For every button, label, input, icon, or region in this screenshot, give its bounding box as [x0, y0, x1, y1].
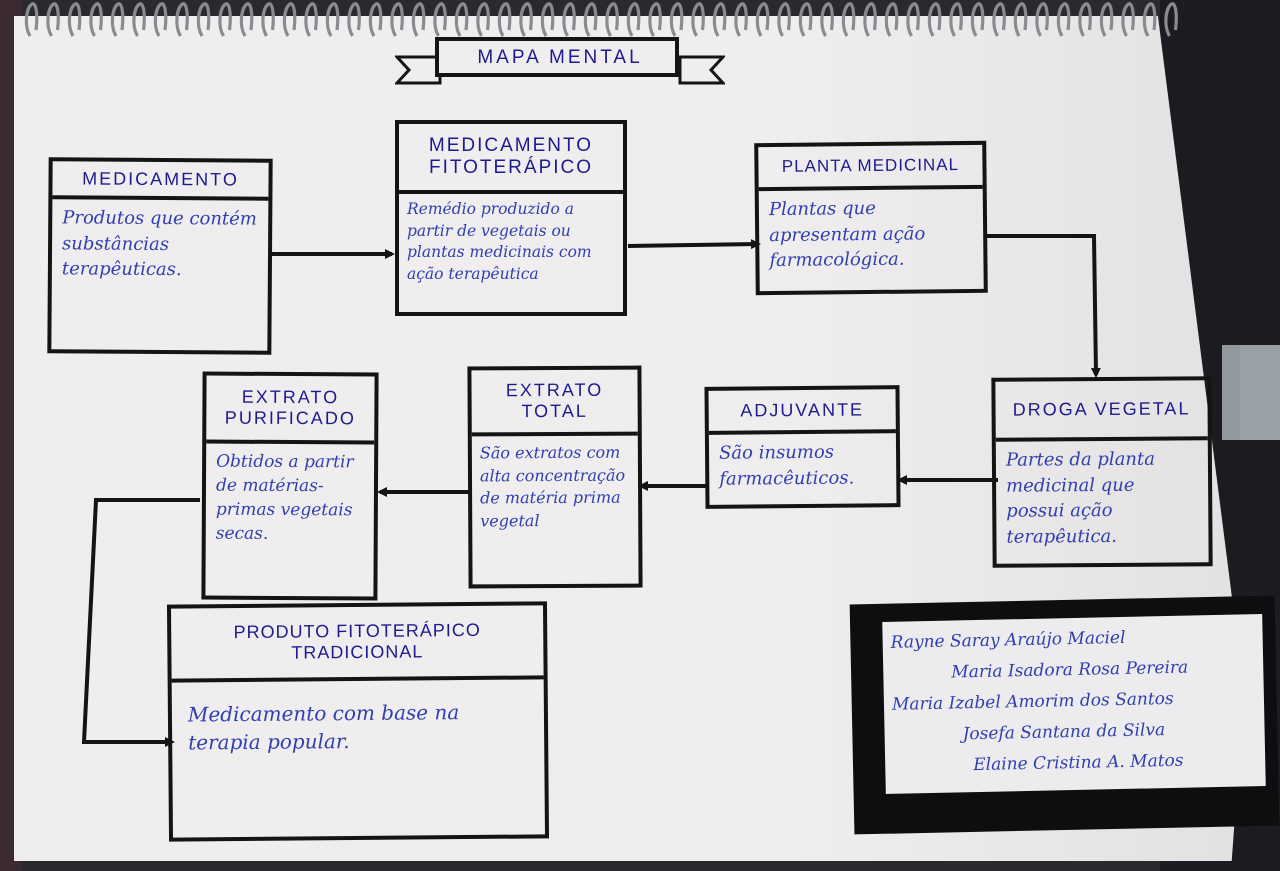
- node-title: PLANTA MEDICINAL: [758, 144, 983, 192]
- spiral-ring: [712, 2, 727, 37]
- spiral-binding: [0, 0, 1280, 40]
- spiral-ring: [927, 2, 942, 37]
- spiral-ring: [110, 2, 125, 37]
- spiral-ring: [1121, 2, 1135, 37]
- node-medicamento-fitoterapico: MEDICAMENTO FITOTERÁPICO Remédio produzi…: [395, 120, 627, 316]
- node-description: Medicamento com base na terapia popular.: [187, 700, 460, 755]
- spiral-ring: [175, 2, 189, 37]
- node-extrato-purificado: EXTRATO PURIFICADO Obtidos a partir de m…: [201, 371, 379, 601]
- light-reflection: [1222, 345, 1280, 440]
- spiral-ring: [282, 2, 297, 37]
- spiral-ring: [325, 2, 340, 37]
- node-description: Produtos que contém substâncias terapêut…: [61, 207, 257, 281]
- spiral-ring: [132, 2, 146, 37]
- spiral-ring: [755, 2, 770, 37]
- spiral-ring: [24, 2, 39, 37]
- node-title: DROGA VEGETAL: [995, 380, 1208, 442]
- spiral-ring: [1035, 2, 1049, 37]
- spiral-ring: [992, 2, 1006, 37]
- node-title: ADJUVANTE: [708, 389, 896, 435]
- node-description: São extratos com alta concentração de ma…: [479, 442, 626, 531]
- spiral-ring: [390, 2, 404, 37]
- spiral-ring: [261, 2, 275, 37]
- node-title: EXTRATO TOTAL: [471, 369, 638, 437]
- spiral-ring: [626, 2, 641, 37]
- node-title: EXTRATO PURIFICADO: [206, 375, 375, 445]
- spiral-ring: [153, 2, 168, 37]
- spiral-ring: [1142, 2, 1157, 37]
- node-produto-fitoterapico-tradicional: PRODUTO FITOTERÁPICO TRADICIONAL Medicam…: [166, 601, 550, 842]
- spiral-ring: [239, 2, 254, 37]
- spiral-ring: [1013, 2, 1028, 37]
- spiral-ring: [196, 2, 211, 37]
- node-description: São insumos farmacêuticos.: [718, 441, 855, 490]
- page-title: MAPA MENTAL: [477, 47, 643, 68]
- spiral-ring: [1078, 2, 1092, 37]
- spiral-ring: [46, 2, 60, 37]
- banner-ribbon-icon: [395, 37, 725, 85]
- spiral-ring: [89, 2, 103, 37]
- node-planta-medicinal: PLANTA MEDICINAL Plantas que apresentam …: [754, 140, 988, 296]
- spiral-ring: [67, 2, 82, 37]
- spiral-ring: [304, 2, 318, 37]
- spiral-ring: [605, 2, 619, 37]
- spiral-ring: [669, 2, 684, 37]
- spiral-ring: [433, 2, 447, 37]
- authors-card: Rayne Saray Araújo Maciel Maria Isadora …: [882, 614, 1266, 794]
- spiral-ring: [734, 2, 748, 37]
- spiral-ring: [562, 2, 576, 37]
- node-medicamento: MEDICAMENTO Produtos que contém substânc…: [47, 157, 273, 355]
- spiral-ring: [841, 2, 856, 37]
- spiral-ring: [691, 2, 705, 37]
- node-title: MEDICAMENTO FITOTERÁPICO: [399, 124, 623, 194]
- spiral-ring: [1164, 2, 1178, 37]
- spiral-ring: [1056, 2, 1071, 37]
- node-description: Plantas que apresentam ação farmacológic…: [768, 197, 926, 272]
- spiral-ring: [949, 2, 963, 37]
- node-description: Remédio produzido a partir de vegetais o…: [407, 200, 592, 284]
- spiral-ring: [970, 2, 985, 37]
- spiral-ring: [519, 2, 533, 37]
- spiral-ring: [648, 2, 662, 37]
- spiral-ring: [454, 2, 469, 37]
- spiral-ring: [368, 2, 383, 37]
- spiral-ring: [820, 2, 834, 37]
- author-name: Elaine Cristina A. Matos: [973, 750, 1184, 776]
- spiral-ring: [476, 2, 490, 37]
- title-banner: MAPA MENTAL: [395, 35, 725, 89]
- spiral-ring: [540, 2, 555, 37]
- node-description: Partes da planta medicinal que possui aç…: [1005, 448, 1156, 548]
- spiral-ring: [906, 2, 920, 37]
- spiral-ring: [218, 2, 232, 37]
- spiral-ring: [411, 2, 426, 37]
- spiral-ring: [347, 2, 361, 37]
- spiral-ring: [863, 2, 877, 37]
- node-title: MEDICAMENTO: [52, 161, 269, 201]
- node-title: PRODUTO FITOTERÁPICO TRADICIONAL: [171, 605, 544, 683]
- node-adjuvante: ADJUVANTE São insumos farmacêuticos.: [704, 385, 901, 509]
- spiral-ring: [1099, 2, 1114, 37]
- spiral-ring: [583, 2, 598, 37]
- spiral-ring: [497, 2, 512, 37]
- spiral-ring: [777, 2, 791, 37]
- spiral-ring: [884, 2, 899, 37]
- node-description: Obtidos a partir de matérias-primas vege…: [215, 451, 354, 545]
- spiral-ring: [798, 2, 813, 37]
- node-droga-vegetal: DROGA VEGETAL Partes da planta medicinal…: [991, 376, 1213, 568]
- node-extrato-total: EXTRATO TOTAL São extratos com alta conc…: [467, 365, 643, 589]
